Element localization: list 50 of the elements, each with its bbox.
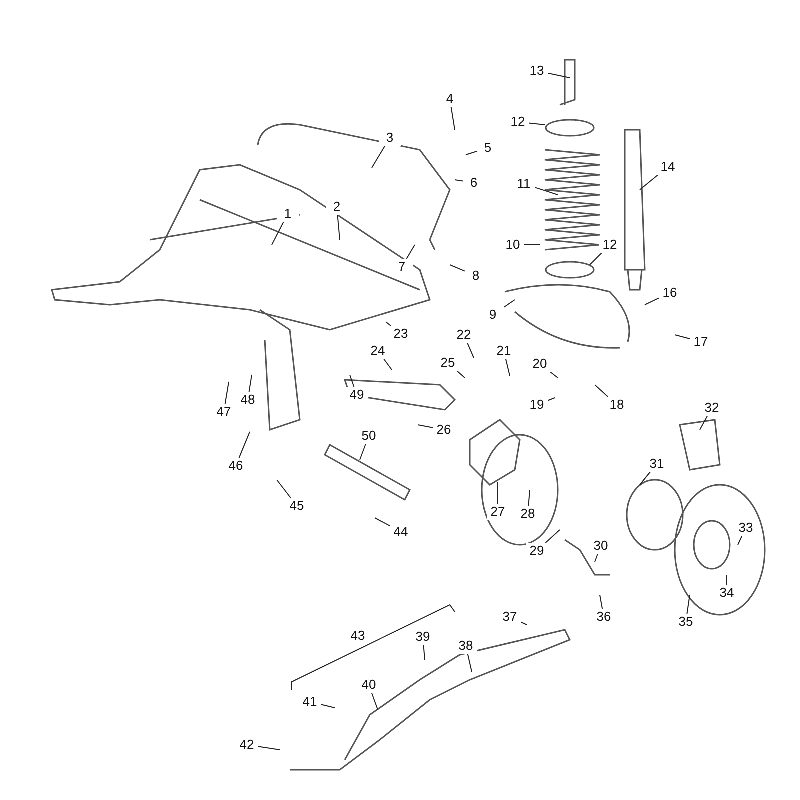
leader-line xyxy=(505,358,510,376)
leader-line xyxy=(238,432,250,458)
leader-line xyxy=(467,654,472,672)
leader-line xyxy=(738,536,743,546)
leader-line xyxy=(640,174,659,190)
callout-number: 43 xyxy=(350,628,366,644)
leader-line xyxy=(224,382,230,404)
leader-line xyxy=(594,384,609,398)
leader-line xyxy=(466,151,478,156)
leader-line xyxy=(594,554,598,562)
leader-line xyxy=(550,372,558,378)
leader-line xyxy=(466,342,474,358)
leader-line xyxy=(528,490,530,506)
leader-line xyxy=(524,244,540,246)
leader-line xyxy=(258,746,280,750)
leader-line xyxy=(372,146,386,168)
callout-number: 3 xyxy=(379,130,401,146)
leader-line xyxy=(371,692,378,710)
leader-line xyxy=(320,704,336,708)
leader-line xyxy=(534,187,558,196)
leader-line xyxy=(450,106,456,130)
leader-line xyxy=(726,574,728,586)
leader-line xyxy=(383,358,392,370)
leader-line xyxy=(418,424,434,428)
leader-line xyxy=(504,300,516,308)
leader-line xyxy=(248,374,252,392)
leader-line xyxy=(700,416,708,430)
leader-line xyxy=(456,370,466,378)
leader-line xyxy=(406,244,416,260)
leader-line xyxy=(548,398,556,402)
leader-line xyxy=(454,180,464,182)
leader-line xyxy=(674,334,690,340)
leader-line xyxy=(548,72,570,78)
callout-number: 1 xyxy=(277,206,299,222)
leader-line xyxy=(686,594,690,614)
leader-line xyxy=(276,480,292,498)
leader-line xyxy=(450,264,466,272)
leader-line xyxy=(337,214,340,240)
leader-line xyxy=(528,122,546,126)
leader-line xyxy=(590,252,602,266)
leader-line xyxy=(545,530,560,544)
leader-line xyxy=(520,622,528,626)
leader-line xyxy=(374,518,390,527)
leader-line xyxy=(600,594,604,610)
leader-line xyxy=(360,444,366,460)
leader-line xyxy=(644,298,660,306)
leader-line xyxy=(423,644,426,660)
leader-line xyxy=(272,222,284,246)
leader-line xyxy=(350,374,355,388)
leader-line xyxy=(640,472,652,486)
